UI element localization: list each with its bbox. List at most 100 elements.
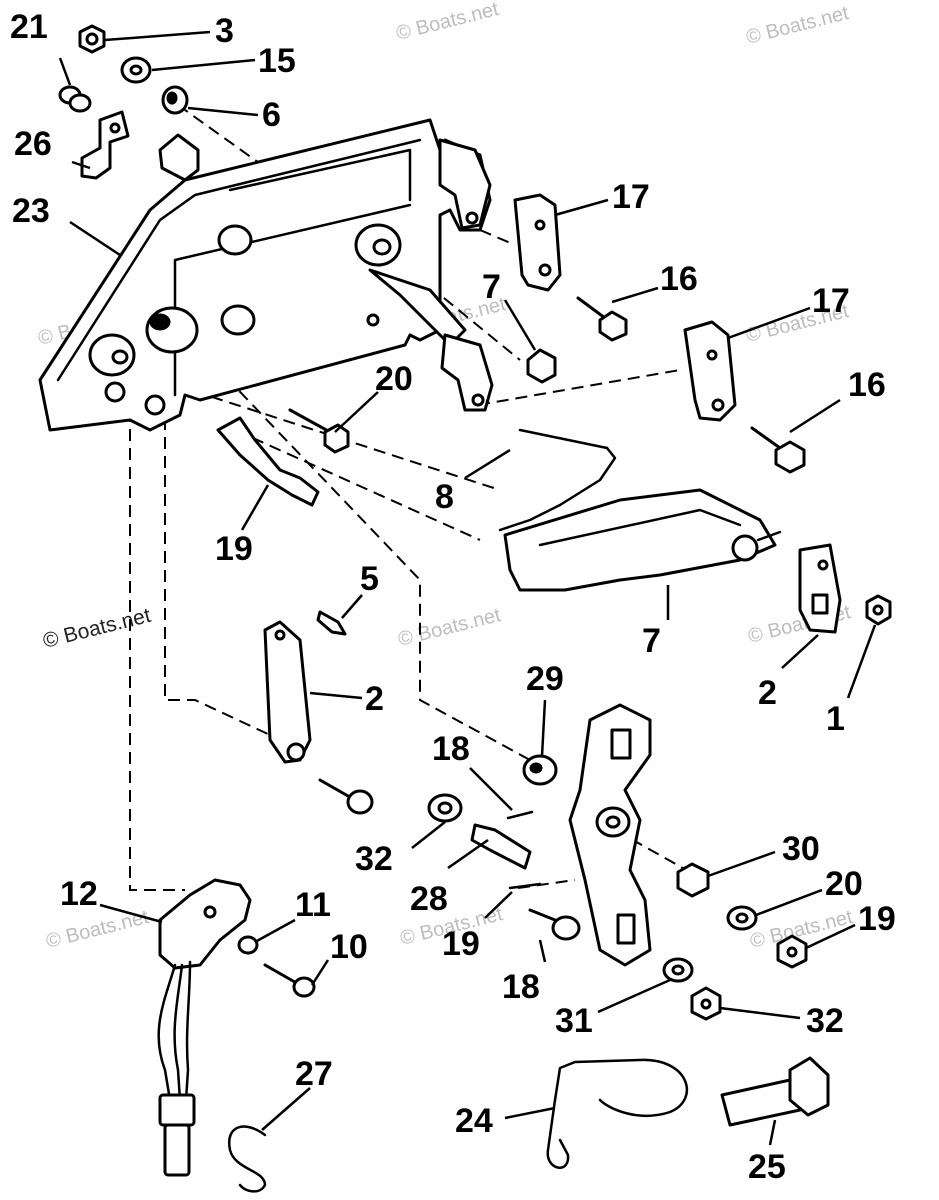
clip-body [553,1058,688,1117]
assembly-line [614,829,691,873]
callout-5: 2 [365,680,384,718]
bolt-head [551,915,581,941]
nut-1 [865,594,892,626]
bracket-17-upper [513,193,562,292]
washer-bore [735,912,749,924]
plate-slot [811,593,829,615]
callout-3: 3 [215,12,234,50]
watermark: © Boats.net [41,604,153,653]
stud-31 [470,823,532,870]
leader-17-upper [554,198,609,217]
screw-24 [288,408,350,454]
connector [163,1123,191,1177]
nut-bore [786,946,798,958]
callout-16: 16 [848,366,886,404]
leader-lines [58,30,877,1146]
bushing-bore [166,91,178,105]
callout-19: 18 [432,730,470,768]
bracket-flange [56,138,422,382]
lever-slot [616,913,636,945]
callout-35: 32 [806,1002,844,1040]
callout-34: 32 [355,840,393,878]
callout-19: 19 [442,925,480,963]
watermark: © Boats.net [396,604,503,651]
watermark: © Boats.net [394,0,501,45]
nut-25 [58,85,92,113]
washer-bore [129,64,143,76]
watermark: © Boats.net [44,906,151,953]
screw-shank [288,408,332,434]
neutral-switch-12 [157,878,252,1177]
washer-21 [726,905,758,931]
callout-25: 21 [10,8,48,46]
pin-body [508,882,542,890]
clevis-ear-lower [440,333,494,412]
leader-18 [538,939,547,963]
switch-wire [173,963,184,1102]
clevis-ear-upper [438,138,492,230]
screw-16-lower [750,426,806,474]
callout-15: 15 [258,42,296,80]
callout-2: 2 [758,674,777,712]
lever-hub-bore [605,815,621,829]
screw-10 [263,963,316,998]
callout-32: 30 [782,830,820,868]
lever-body [503,488,777,592]
screw-16-upper [576,296,628,342]
leader-5 [309,691,363,700]
screw-head [292,976,316,998]
link-hole [274,629,286,641]
leader-2 [781,634,819,669]
bracket-assembly [38,118,494,432]
leader-12 [99,903,163,924]
stud-body [216,416,320,507]
nut-20 [776,934,808,969]
leader-16-lower [789,398,841,434]
callout-8: 7 [642,622,661,660]
bolt-18 [528,908,581,941]
leader-16-upper [611,286,659,304]
leader-27 [504,1106,556,1120]
clip-30 [227,1125,267,1193]
leader-17-lower [727,306,811,340]
callout-31: 28 [410,880,448,918]
bracket-hole [144,394,166,416]
pin-body [506,810,534,820]
rod-body [558,446,617,507]
screw-link-5 [318,778,374,815]
callout-21: 20 [825,865,863,903]
leader-25 [58,57,72,86]
callout-10: 10 [330,928,368,966]
ear-hole [465,211,479,225]
leader-32-upper [540,699,547,757]
leader-10 [310,959,330,986]
callout-20: 19 [858,900,896,938]
clip-29 [80,110,130,180]
link-rod-9 [498,428,617,532]
pin-6 [316,610,347,636]
switch-wire [157,963,177,1102]
bushing-bore [529,762,543,774]
callout-32: 29 [526,660,564,698]
leader-7-lower [503,299,537,351]
callout-9: 8 [435,478,454,516]
bushing-7-upper [161,85,189,115]
nut-bore [872,604,884,616]
leader-28 [768,1119,777,1146]
rod-body [498,503,562,532]
locknut-3 [78,24,106,54]
bracket-stud [217,224,253,256]
watermark: © Boats.net [744,2,851,49]
screw-shank [576,296,607,320]
callout-17: 17 [812,282,850,320]
leader-9 [464,448,511,480]
link-hole [286,742,306,762]
washer-11 [237,935,259,955]
bushing-7-lower [526,348,557,384]
ear-hole [471,393,485,407]
washer-body [237,935,259,955]
bracket-hole [706,349,718,361]
leader-30 [261,1087,311,1131]
leader-7-upper [187,106,259,117]
